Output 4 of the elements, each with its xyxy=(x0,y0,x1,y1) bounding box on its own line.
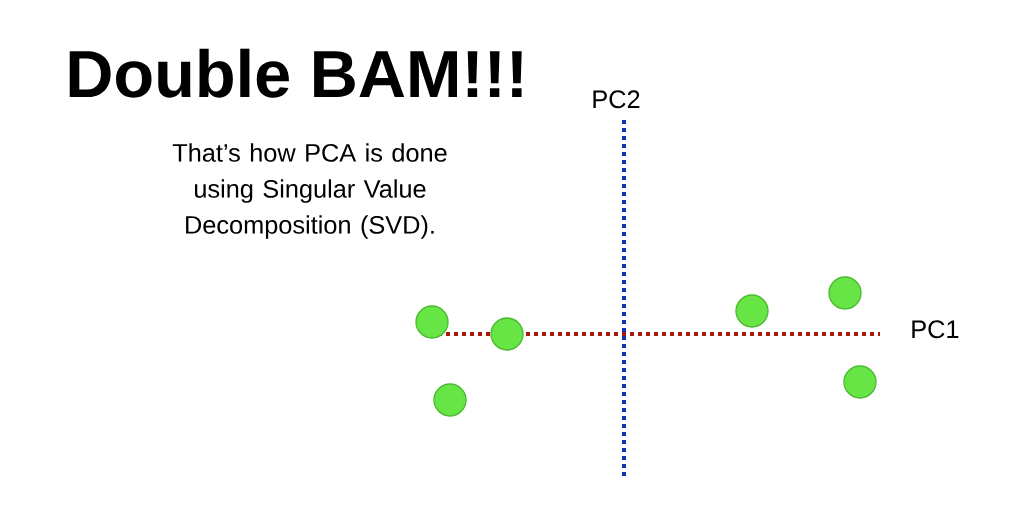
title: Double BAM!!! xyxy=(69,48,522,98)
description-text: That’s how PCA is done using Singular Value Decomposition (SVD). xyxy=(172,143,447,239)
axis-label: PC2 xyxy=(593,90,640,109)
axis-label: PC1 xyxy=(912,320,959,339)
